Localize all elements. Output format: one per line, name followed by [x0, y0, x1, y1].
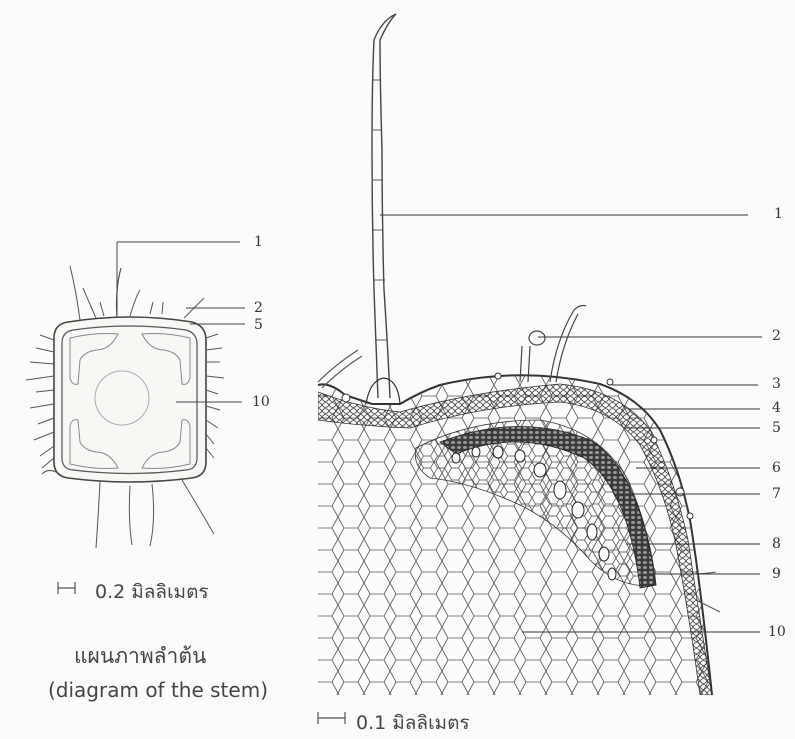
right-label-2: 2 — [772, 329, 781, 343]
right-label-7: 7 — [772, 487, 781, 501]
left-caption-thai: แผนภาพลำต้น — [74, 640, 206, 673]
right-stem-section — [318, 14, 762, 724]
left-scale-text: 0.2 มิลลิเมตร — [95, 577, 209, 607]
right-label-4: 4 — [772, 401, 781, 415]
right-label-10: 10 — [768, 625, 786, 639]
left-stem-diagram — [26, 242, 245, 594]
left-caption-english: (diagram of the stem) — [48, 678, 268, 702]
right-label-3: 3 — [772, 377, 781, 391]
left-label-5: 5 — [254, 318, 263, 332]
right-label-9: 9 — [772, 567, 781, 581]
right-label-5: 5 — [772, 421, 781, 435]
right-label-1: 1 — [774, 207, 783, 221]
right-scale-text: 0.1 มิลลิเมตร — [356, 708, 470, 738]
right-label-6: 6 — [772, 461, 781, 475]
left-label-10: 10 — [252, 395, 270, 409]
right-label-8: 8 — [772, 537, 781, 551]
left-label-1: 1 — [254, 235, 263, 249]
left-label-2: 2 — [254, 301, 263, 315]
